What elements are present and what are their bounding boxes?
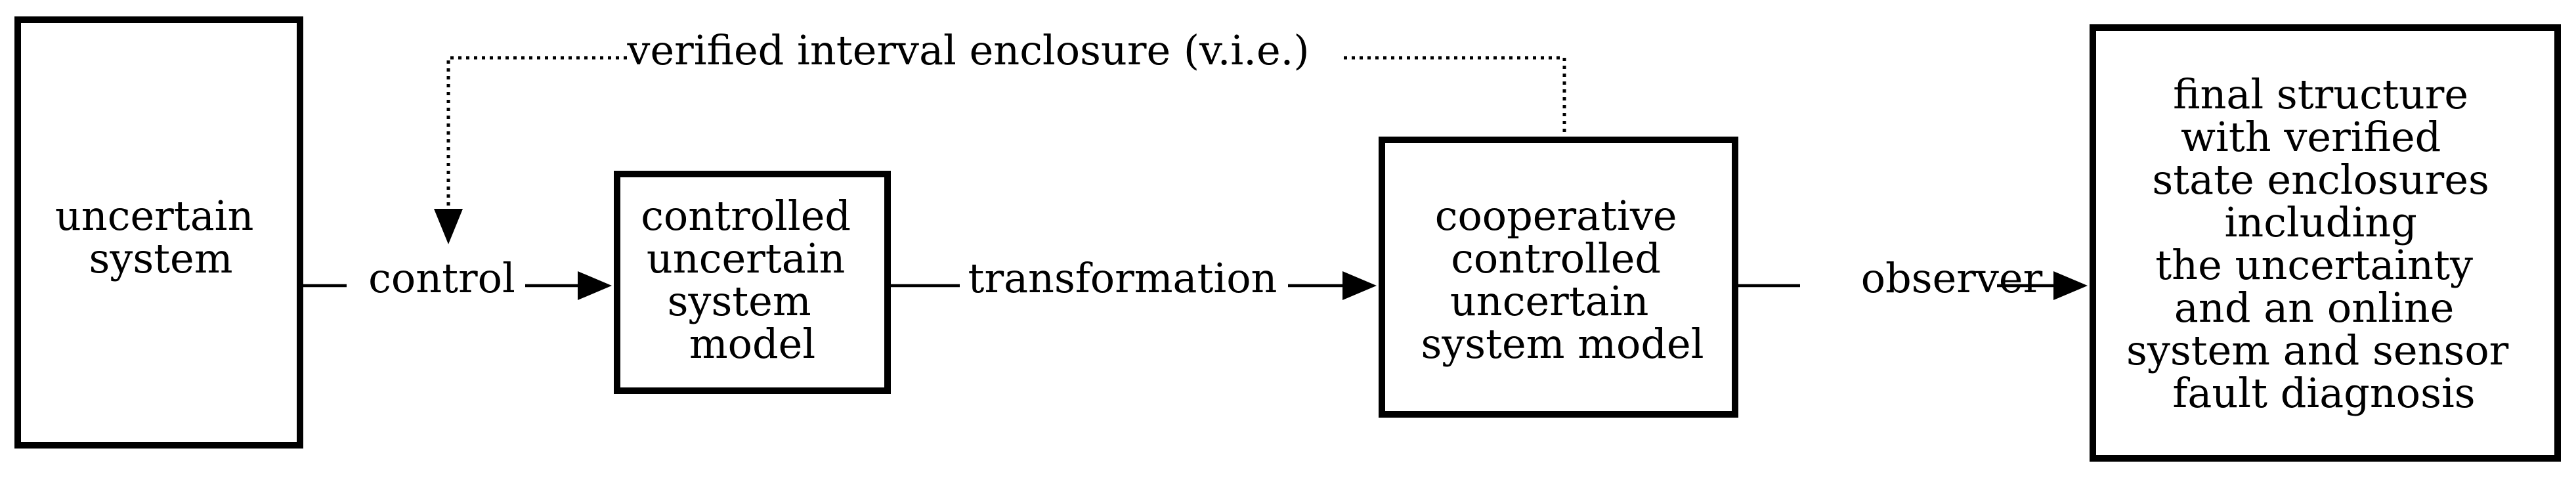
edge-observer: observer <box>1735 254 2088 302</box>
cooperative-model-box <box>1379 137 1738 418</box>
observer-arrowhead <box>2053 271 2088 300</box>
edge-transformation: transformation <box>888 254 1377 302</box>
final-structure-line-3: state enclosures <box>2152 156 2489 204</box>
final-structure-line-5: the uncertainty <box>2155 241 2473 289</box>
feedback-label: verified interval enclosure (v.i.e.) <box>626 26 1309 74</box>
uncertain-system-label: uncertain system <box>55 192 267 282</box>
node-cooperative-model: cooperative controlled uncertain system … <box>1379 137 1738 418</box>
transformation-arrowhead <box>1342 271 1377 300</box>
uncertain-system-line-1: uncertain <box>55 192 254 240</box>
controlled-model-box <box>614 171 891 394</box>
uncertain-system-line-2: system <box>89 234 232 282</box>
controlled-model-line-2: uncertain <box>647 234 846 282</box>
final-structure-line-8: fault diagnosis <box>2172 369 2475 417</box>
controlled-model-line-1: controlled <box>641 192 851 240</box>
cooperative-model-label: cooperative controlled uncertain system … <box>1421 192 1704 368</box>
feedback-arrowhead <box>434 209 463 244</box>
controlled-model-label: controlled uncertain system model <box>641 192 864 368</box>
final-structure-box <box>2090 24 2561 462</box>
final-structure-line-7: system and sensor <box>2126 326 2509 374</box>
final-structure-line-2: with verified <box>2181 113 2441 161</box>
observer-label: observer <box>1861 254 2043 302</box>
controlled-model-line-4: model <box>689 320 815 368</box>
edge-control: control <box>300 254 612 302</box>
final-structure-line-4: including <box>2224 198 2416 246</box>
node-controlled-model: controlled uncertain system model <box>614 171 891 394</box>
edge-feedback: verified interval enclosure (v.i.e.) <box>434 26 1566 244</box>
feedback-line-left <box>446 56 627 209</box>
node-uncertain-system: uncertain system <box>14 16 303 449</box>
cooperative-model-line-4: system model <box>1421 320 1704 368</box>
transformation-label: transformation <box>968 254 1277 302</box>
cooperative-model-line-2: controlled <box>1451 234 1661 282</box>
final-structure-line-1: final structure <box>2173 70 2468 118</box>
final-structure-line-6: and an online <box>2174 284 2454 332</box>
uncertain-system-box <box>14 16 303 449</box>
feedback-line-right <box>1339 56 1566 140</box>
final-structure-label: final structure with verified state encl… <box>2126 70 2522 417</box>
cooperative-model-line-1: cooperative <box>1435 192 1677 240</box>
node-final-structure: final structure with verified state encl… <box>2090 24 2561 462</box>
control-arrowhead <box>578 271 612 300</box>
cooperative-model-line-3: uncertain <box>1450 277 1649 325</box>
controlled-model-line-3: system <box>668 277 811 325</box>
control-label: control <box>368 254 515 302</box>
